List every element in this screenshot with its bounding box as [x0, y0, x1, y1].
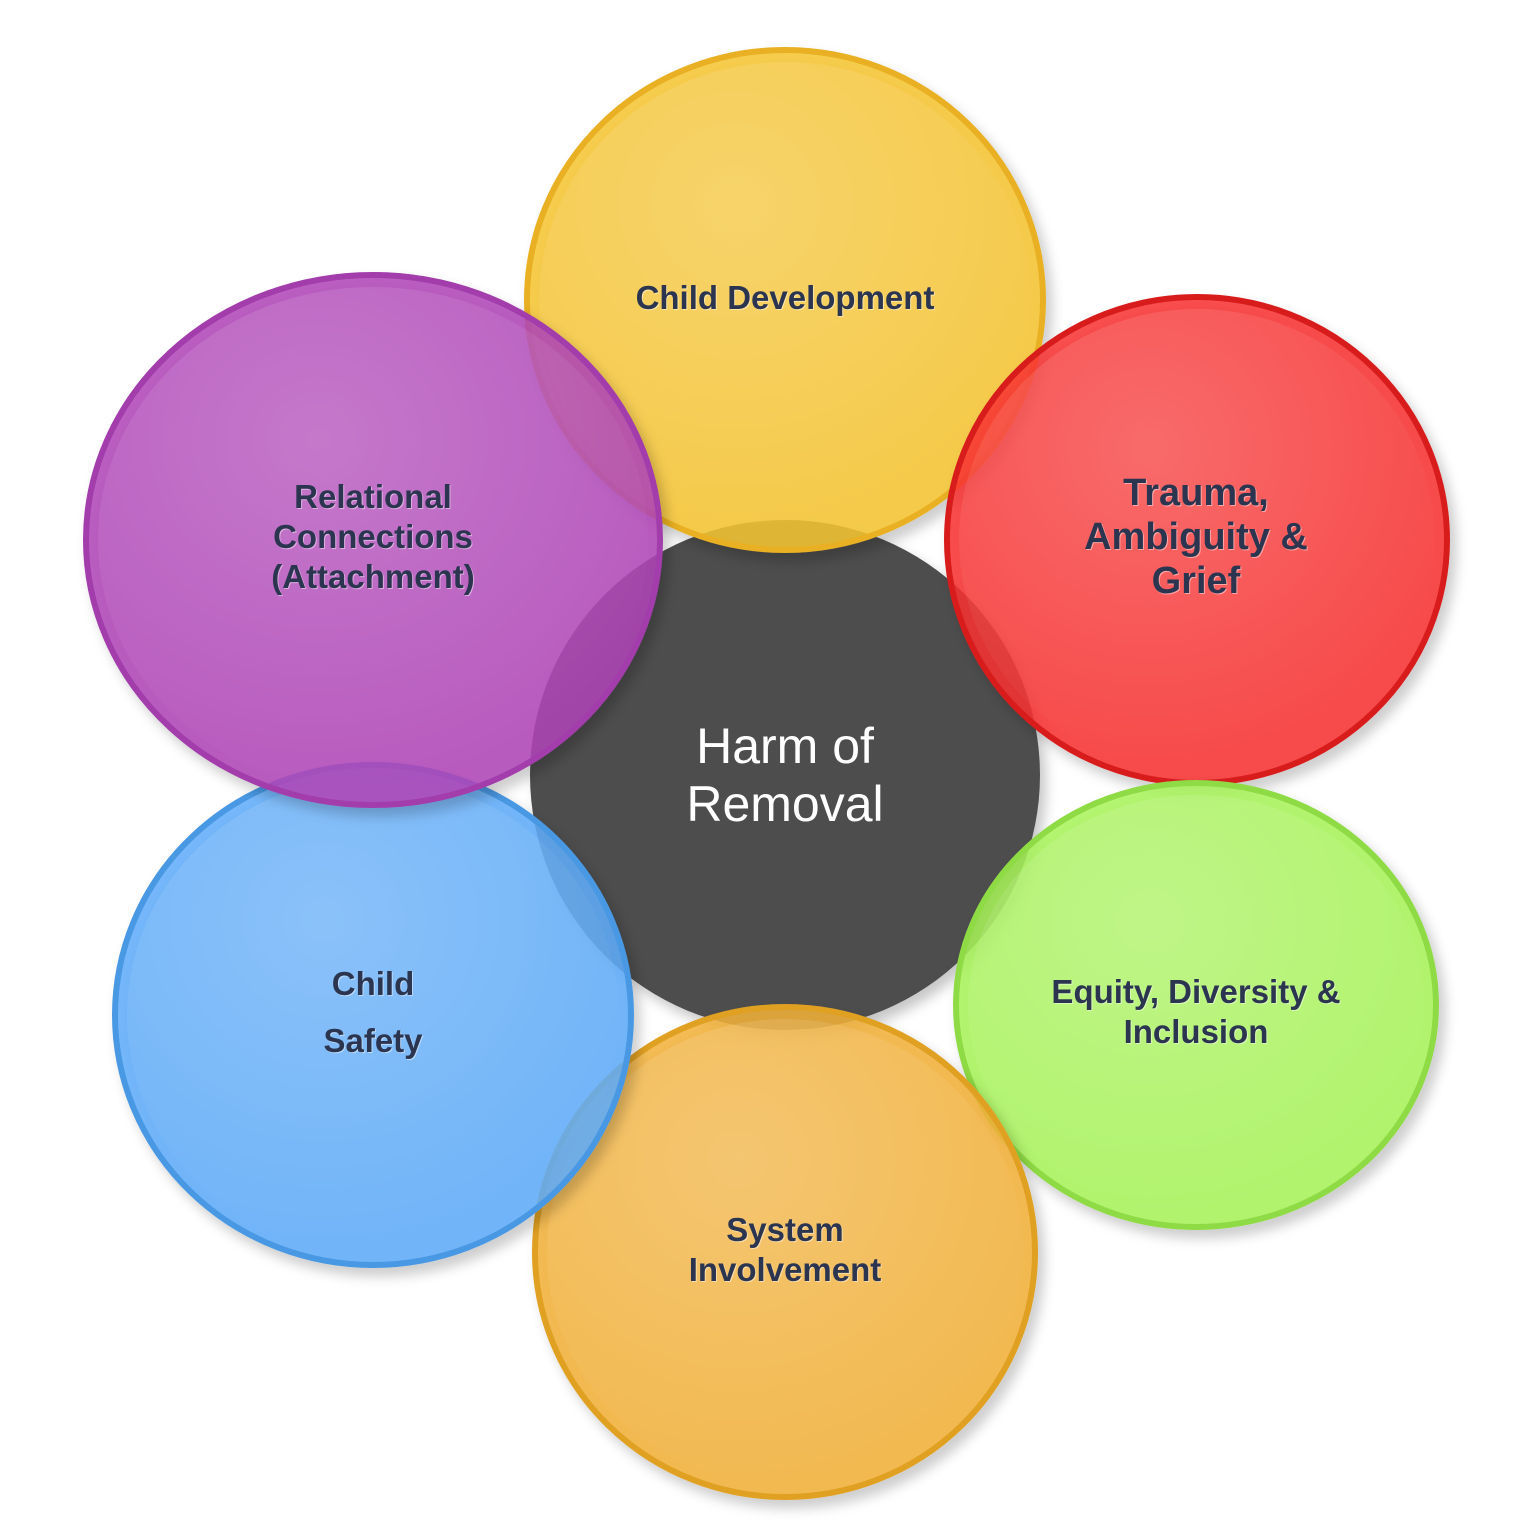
label-line: System [726, 1211, 844, 1248]
petal-relational-connections [83, 272, 663, 808]
center-circle [530, 520, 1040, 1030]
label-line: (Attachment) [271, 558, 475, 595]
petal-sheen [127, 777, 619, 1253]
petal-equity-diversity-inclusion [953, 780, 1439, 1230]
label-line: Equity, Diversity & [1051, 973, 1341, 1010]
label-child-development: Child Development [636, 278, 935, 318]
label-line: Relational [294, 478, 452, 515]
petal-child-development [524, 47, 1046, 553]
label-equity-diversity-inclusion: Equity, Diversity & Inclusion [1051, 972, 1340, 1052]
label-line: Connections [273, 518, 473, 555]
label-child-safety: Child Safety [323, 955, 422, 1069]
label-line: Grief [1151, 560, 1241, 602]
label-line: Child Development [635, 279, 935, 316]
label-line: Trauma, [1123, 472, 1269, 514]
label-system-involvement: System Involvement [689, 1210, 882, 1290]
petal-trauma-ambiguity-grief [944, 294, 1450, 786]
center-label-line: Removal [686, 776, 884, 832]
center-label: Harm of Removal [686, 717, 883, 833]
petal-sheen [547, 1019, 1023, 1485]
petal-sheen [539, 62, 1031, 538]
label-line: Safety [323, 1022, 423, 1059]
label-line: Inclusion [1123, 1013, 1269, 1050]
label-line: Ambiguity & [1084, 516, 1308, 558]
label-line: Involvement [688, 1251, 882, 1288]
label-trauma-ambiguity-grief: Trauma, Ambiguity & Grief [1084, 471, 1308, 603]
petal-sheen [98, 287, 648, 793]
petal-sheen [968, 795, 1424, 1215]
label-relational-connections: Relational Connections (Attachment) [271, 477, 475, 597]
label-line: Child [331, 965, 415, 1002]
center-label-line: Harm of [696, 718, 874, 774]
petal-system-involvement [532, 1004, 1038, 1500]
petal-sheen [959, 309, 1435, 771]
center-node [530, 520, 1040, 1030]
